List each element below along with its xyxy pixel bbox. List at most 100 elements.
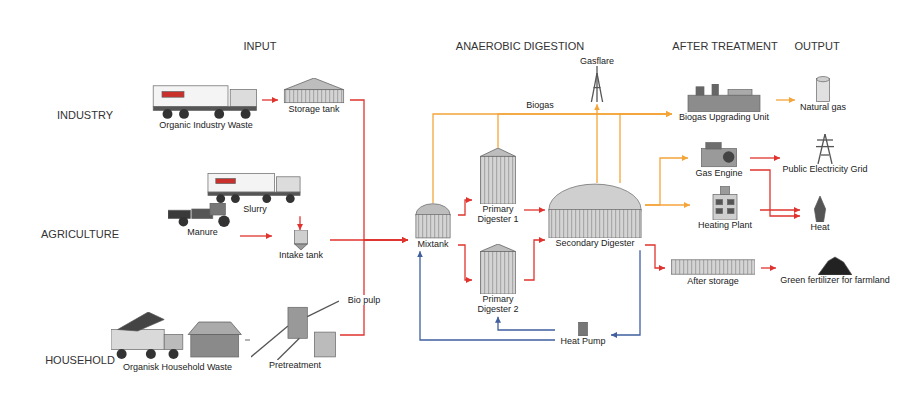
plant-unit: After storage (665, 258, 761, 288)
icon-part (716, 208, 723, 213)
plant-unit: Gasflare (577, 56, 617, 104)
icon-part (153, 86, 228, 107)
flow-line (433, 114, 672, 203)
unit-label: Primary Digester 1 (473, 204, 523, 225)
flow-label: Bio pulp (346, 295, 383, 305)
icon-part (728, 90, 752, 96)
icon-part (549, 209, 641, 238)
icon-part (814, 196, 825, 222)
flow-line (611, 250, 640, 335)
plant-unit: Pretreatment (250, 298, 340, 372)
unit-illustration (151, 82, 261, 120)
flow-line (350, 100, 408, 240)
plant-unit: Manure (165, 203, 240, 239)
icon-part (146, 349, 156, 359)
plant-unit: Gas Engine (688, 142, 750, 180)
unit-label: Secondary Digester (546, 238, 644, 248)
icon-part (241, 109, 251, 119)
flow-line (750, 170, 800, 216)
unit-label: Mixtank (409, 239, 457, 249)
icon-part (816, 146, 834, 147)
icon-part (210, 203, 225, 215)
icon-part (178, 217, 188, 227)
flow-line (299, 216, 300, 230)
flow-line (458, 200, 472, 215)
flow-line (524, 209, 545, 210)
icon-part (288, 307, 307, 338)
icon-part (706, 143, 721, 150)
unit-illustration (206, 170, 304, 204)
icon-part (314, 332, 335, 357)
flow-line (420, 251, 555, 340)
unit-illustration (671, 258, 755, 276)
unit-illustration (697, 142, 741, 168)
plant-unit: Mixtank (408, 203, 458, 251)
unit-label: Public Electricity Grid (781, 164, 869, 174)
icon-part (480, 156, 515, 204)
plant-unit: Primary Digester 1 (472, 148, 524, 227)
unit-illustration (414, 203, 452, 239)
icon-part (596, 66, 597, 102)
unit-label: Organic Industry Waste (151, 120, 261, 130)
icon-part (818, 134, 825, 164)
unit-label: Green fertilizer for farmland (777, 275, 893, 285)
plant-unit: Heat (800, 196, 840, 234)
icon-part (821, 154, 829, 155)
icon-part (579, 322, 588, 336)
icon-part (480, 252, 515, 295)
icon-part (295, 244, 308, 250)
flow-line (240, 235, 272, 236)
unit-label: Storage tank (279, 104, 349, 114)
icon-part (284, 90, 343, 103)
icon-part (727, 200, 734, 205)
unit-illustration (281, 78, 347, 104)
flow-line (620, 114, 672, 183)
section-heading: INPUT (244, 40, 277, 52)
icon-part (416, 215, 450, 238)
plant-unit: Public Electricity Grid (780, 134, 870, 176)
plant-unit: Natural gas (795, 76, 851, 114)
unit-label: Heating Plant (691, 220, 759, 230)
plant-unit: Secondary Digester (545, 183, 645, 250)
icon-part (179, 109, 189, 119)
icon-part (671, 260, 755, 274)
unit-label: Organisk Household Waste (111, 362, 244, 372)
unit-label: Primary Digester 2 (473, 294, 523, 315)
section-heading: HOUSEHOLD (45, 354, 115, 366)
flow-line (750, 157, 780, 158)
unit-illustration (293, 230, 309, 250)
icon-part (169, 349, 179, 359)
icon-part (295, 230, 308, 244)
section-heading: OUTPUT (794, 40, 839, 52)
unit-illustration (710, 186, 740, 220)
icon-part (208, 173, 275, 192)
icon-part (480, 244, 515, 252)
icon-part (216, 179, 236, 184)
icon-part (712, 84, 718, 95)
flow-line (245, 339, 250, 340)
icon-part (713, 195, 737, 221)
icon-part (188, 322, 241, 335)
icon-part (191, 335, 239, 358)
unit-label: Pretreatment (251, 360, 339, 370)
icon-part (111, 330, 164, 350)
icon-part (594, 87, 601, 88)
section-heading: INDUSTRY (57, 109, 113, 121)
flow-line (458, 245, 472, 280)
plant-unit: Primary Digester 2 (472, 244, 524, 317)
flow-label: Biogas (524, 100, 556, 110)
flow-line (761, 267, 776, 268)
icon-part (817, 139, 833, 140)
icon-part (723, 151, 734, 162)
icon-part (118, 312, 165, 331)
icon-part (307, 301, 339, 317)
icon-part (817, 77, 830, 82)
flow-line (262, 99, 278, 100)
icon-part (727, 208, 734, 213)
icon-part (162, 92, 184, 98)
unit-label: After storage (666, 276, 760, 286)
